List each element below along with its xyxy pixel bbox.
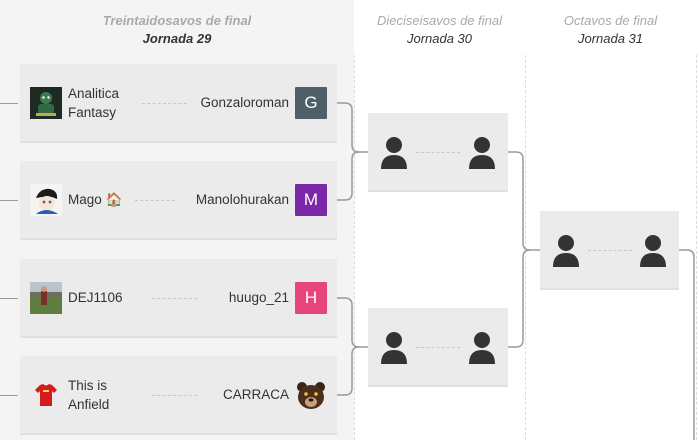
field-photo-avatar-icon — [30, 281, 62, 314]
vs-dash — [416, 151, 460, 153]
bracket-tick — [0, 298, 18, 299]
connector-line — [508, 151, 540, 251]
round-divider — [525, 55, 526, 440]
match-card[interactable]: Mago 🏠 Manolohurakan M — [20, 161, 337, 240]
bracket-tick — [0, 395, 18, 396]
team-name: CARRACA — [222, 387, 289, 402]
match-card[interactable]: Analitica Fantasy Gonzaloroman G — [20, 64, 337, 143]
round-header-r2: Dieciseisavos de final Jornada 30 — [354, 12, 525, 48]
user-placeholder-icon — [640, 234, 666, 267]
analitica-logo-icon — [30, 86, 62, 119]
letter-avatar: H — [295, 281, 327, 314]
match-card-pending[interactable] — [368, 113, 508, 192]
bracket-tick — [0, 200, 18, 201]
away-team[interactable]: Gonzaloroman G — [200, 64, 327, 141]
team-name: Fantasy — [68, 104, 117, 120]
vs-dash — [135, 199, 175, 201]
user-placeholder-icon — [381, 136, 407, 169]
round-day: Jornada 30 — [406, 31, 473, 46]
team-name: Analitica — [68, 85, 120, 101]
team-name: This is — [68, 377, 108, 393]
home-team[interactable]: DEJ1106 — [30, 259, 123, 336]
match-card-pending[interactable] — [368, 308, 508, 387]
connector-line — [679, 249, 695, 440]
bracket-tick — [0, 103, 18, 104]
home-team[interactable]: Analitica Fantasy — [30, 64, 119, 141]
connector-line — [508, 249, 531, 348]
round-name: Dieciseisavos de final — [376, 13, 502, 28]
connector-line — [337, 102, 368, 153]
connector-line — [337, 151, 360, 201]
home-team[interactable]: Mago 🏠 — [30, 161, 122, 238]
vs-dash — [588, 249, 632, 251]
team-name: Anfield — [68, 396, 110, 412]
bear-avatar-icon — [295, 379, 327, 411]
round-name: Octavos de final — [563, 13, 658, 28]
away-team[interactable]: huugo_21 H — [229, 259, 327, 336]
round-divider — [354, 55, 355, 440]
round-name: Treintaidosavos de final — [102, 13, 252, 28]
vs-dash — [152, 394, 197, 396]
connector-line — [337, 297, 368, 348]
away-team[interactable]: CARRACA — [223, 356, 327, 433]
round-day: Jornada 31 — [577, 31, 644, 46]
round-header-r1: Treintaidosavos de final Jornada 29 — [0, 12, 354, 48]
away-team[interactable]: Manolohurakan M — [196, 161, 327, 238]
user-placeholder-icon — [553, 234, 579, 267]
user-placeholder-icon — [381, 331, 407, 364]
team-name: Gonzaloroman — [200, 95, 289, 110]
letter-avatar: G — [295, 86, 327, 119]
team-name: DEJ1106 — [68, 290, 123, 305]
match-card[interactable]: This is Anfield CARRACA — [20, 356, 337, 435]
match-card-pending[interactable] — [540, 211, 679, 290]
vs-dash — [416, 346, 460, 348]
round-divider — [696, 55, 697, 440]
round-day: Jornada 29 — [142, 31, 212, 46]
letter-avatar: M — [295, 183, 327, 216]
team-name: Mago 🏠 — [68, 192, 123, 207]
vs-dash — [142, 102, 187, 104]
anime-character-avatar-icon — [30, 183, 62, 216]
round-header-r3: Octavos de final Jornada 31 — [525, 12, 696, 48]
home-team[interactable]: This is Anfield — [30, 356, 109, 433]
team-name: huugo_21 — [228, 290, 289, 305]
team-name: Manolohurakan — [195, 192, 289, 207]
connector-line — [337, 346, 360, 396]
user-placeholder-icon — [469, 331, 495, 364]
match-card[interactable]: DEJ1106 huugo_21 H — [20, 259, 337, 338]
red-shirt-icon — [30, 379, 62, 411]
user-placeholder-icon — [469, 136, 495, 169]
vs-dash — [152, 297, 197, 299]
